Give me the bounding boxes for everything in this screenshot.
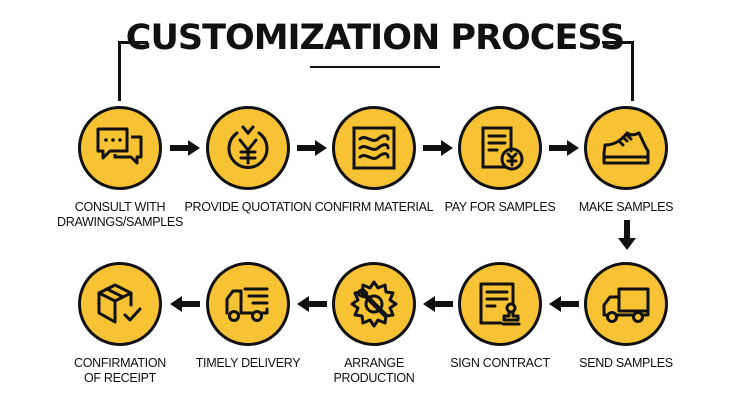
shoe-icon xyxy=(602,131,650,165)
delivery-truck-icon xyxy=(602,287,650,323)
gear-wrench-icon xyxy=(350,280,398,328)
step-5-circle xyxy=(584,106,668,190)
arrow-right-3 xyxy=(423,140,453,156)
step-10-circle xyxy=(78,262,162,346)
fast-truck-icon xyxy=(225,287,269,322)
step-9-label: TIMELY DELIVERY xyxy=(195,356,301,370)
step-1-circle xyxy=(78,106,162,190)
step-6-circle xyxy=(584,262,668,346)
step-4-circle xyxy=(458,106,542,190)
step-3-circle xyxy=(332,106,416,190)
step-3-label: CONFIRM MATERIAL xyxy=(314,200,434,214)
bracket-left-vertical xyxy=(118,41,121,101)
step-5-label: MAKE SAMPLES xyxy=(578,200,674,214)
bracket-left-horizontal xyxy=(118,41,148,44)
arrow-left-4 xyxy=(170,296,200,312)
invoice-yen-icon xyxy=(481,126,524,171)
chat-bubbles-icon xyxy=(96,127,143,165)
step-6-label: SEND SAMPLES xyxy=(579,356,673,370)
page-title: CUSTOMIZATION PROCESS xyxy=(125,18,625,58)
bracket-right-horizontal xyxy=(602,41,634,44)
step-2-label: PROVIDE QUOTATION xyxy=(184,200,312,214)
bracket-right-vertical xyxy=(631,41,634,101)
step-9-circle xyxy=(206,262,290,346)
arrow-left-1 xyxy=(549,296,579,312)
arrow-right-4 xyxy=(549,140,579,156)
fabric-material-icon xyxy=(352,126,396,170)
arrow-left-2 xyxy=(423,296,453,312)
step-8-circle xyxy=(332,262,416,346)
yen-coin-icon xyxy=(227,125,269,169)
arrow-right-1 xyxy=(170,140,200,156)
arrow-down xyxy=(618,220,636,250)
box-check-icon xyxy=(97,283,142,324)
step-4-label: PAY FOR SAMPLES xyxy=(444,200,556,214)
step-2-circle xyxy=(206,106,290,190)
contract-stamp-icon xyxy=(479,282,521,326)
step-7-circle xyxy=(458,262,542,346)
arrow-right-2 xyxy=(297,140,327,156)
step-7-label: SIGN CONTRACT xyxy=(450,356,550,370)
arrow-left-3 xyxy=(297,296,327,312)
title-underline xyxy=(310,66,440,68)
